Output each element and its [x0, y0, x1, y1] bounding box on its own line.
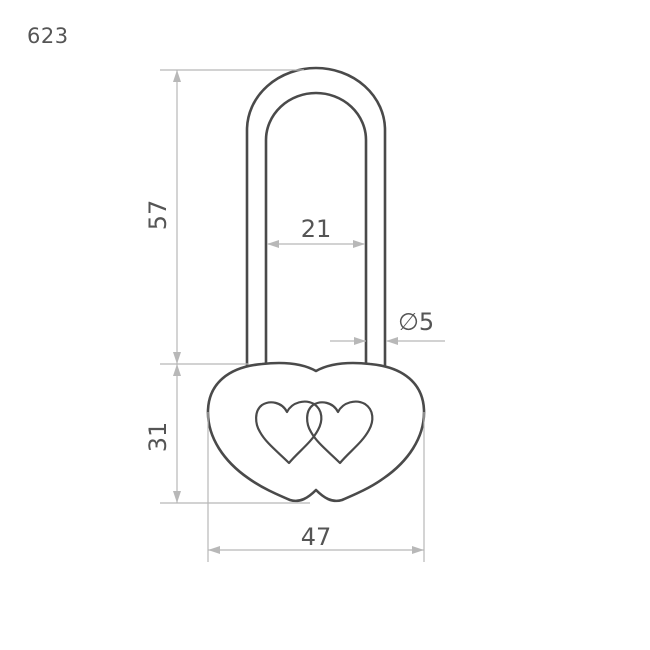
- dimension-shackle-height: 57: [144, 69, 304, 365]
- dimension-shackle-width: 21: [267, 215, 365, 248]
- shackle-width-label: 21: [301, 215, 332, 243]
- dimension-body-width: 47: [207, 412, 425, 562]
- interlocking-hearts-icon: [255, 400, 374, 465]
- shackle-diameter-label: ∅5: [398, 308, 434, 336]
- shackle-outer-outline: [245, 66, 387, 367]
- model-number: 623: [27, 24, 69, 48]
- dimension-body-height: 31: [144, 364, 310, 504]
- dimension-shackle-diameter: ∅5: [330, 308, 445, 345]
- shackle-inner-outline: [264, 91, 368, 367]
- right-heart-icon: [306, 400, 374, 465]
- body-height-label: 31: [144, 422, 172, 453]
- shackle: [245, 66, 387, 367]
- body-width-label: 47: [301, 523, 332, 551]
- shackle-height-label: 57: [144, 200, 172, 231]
